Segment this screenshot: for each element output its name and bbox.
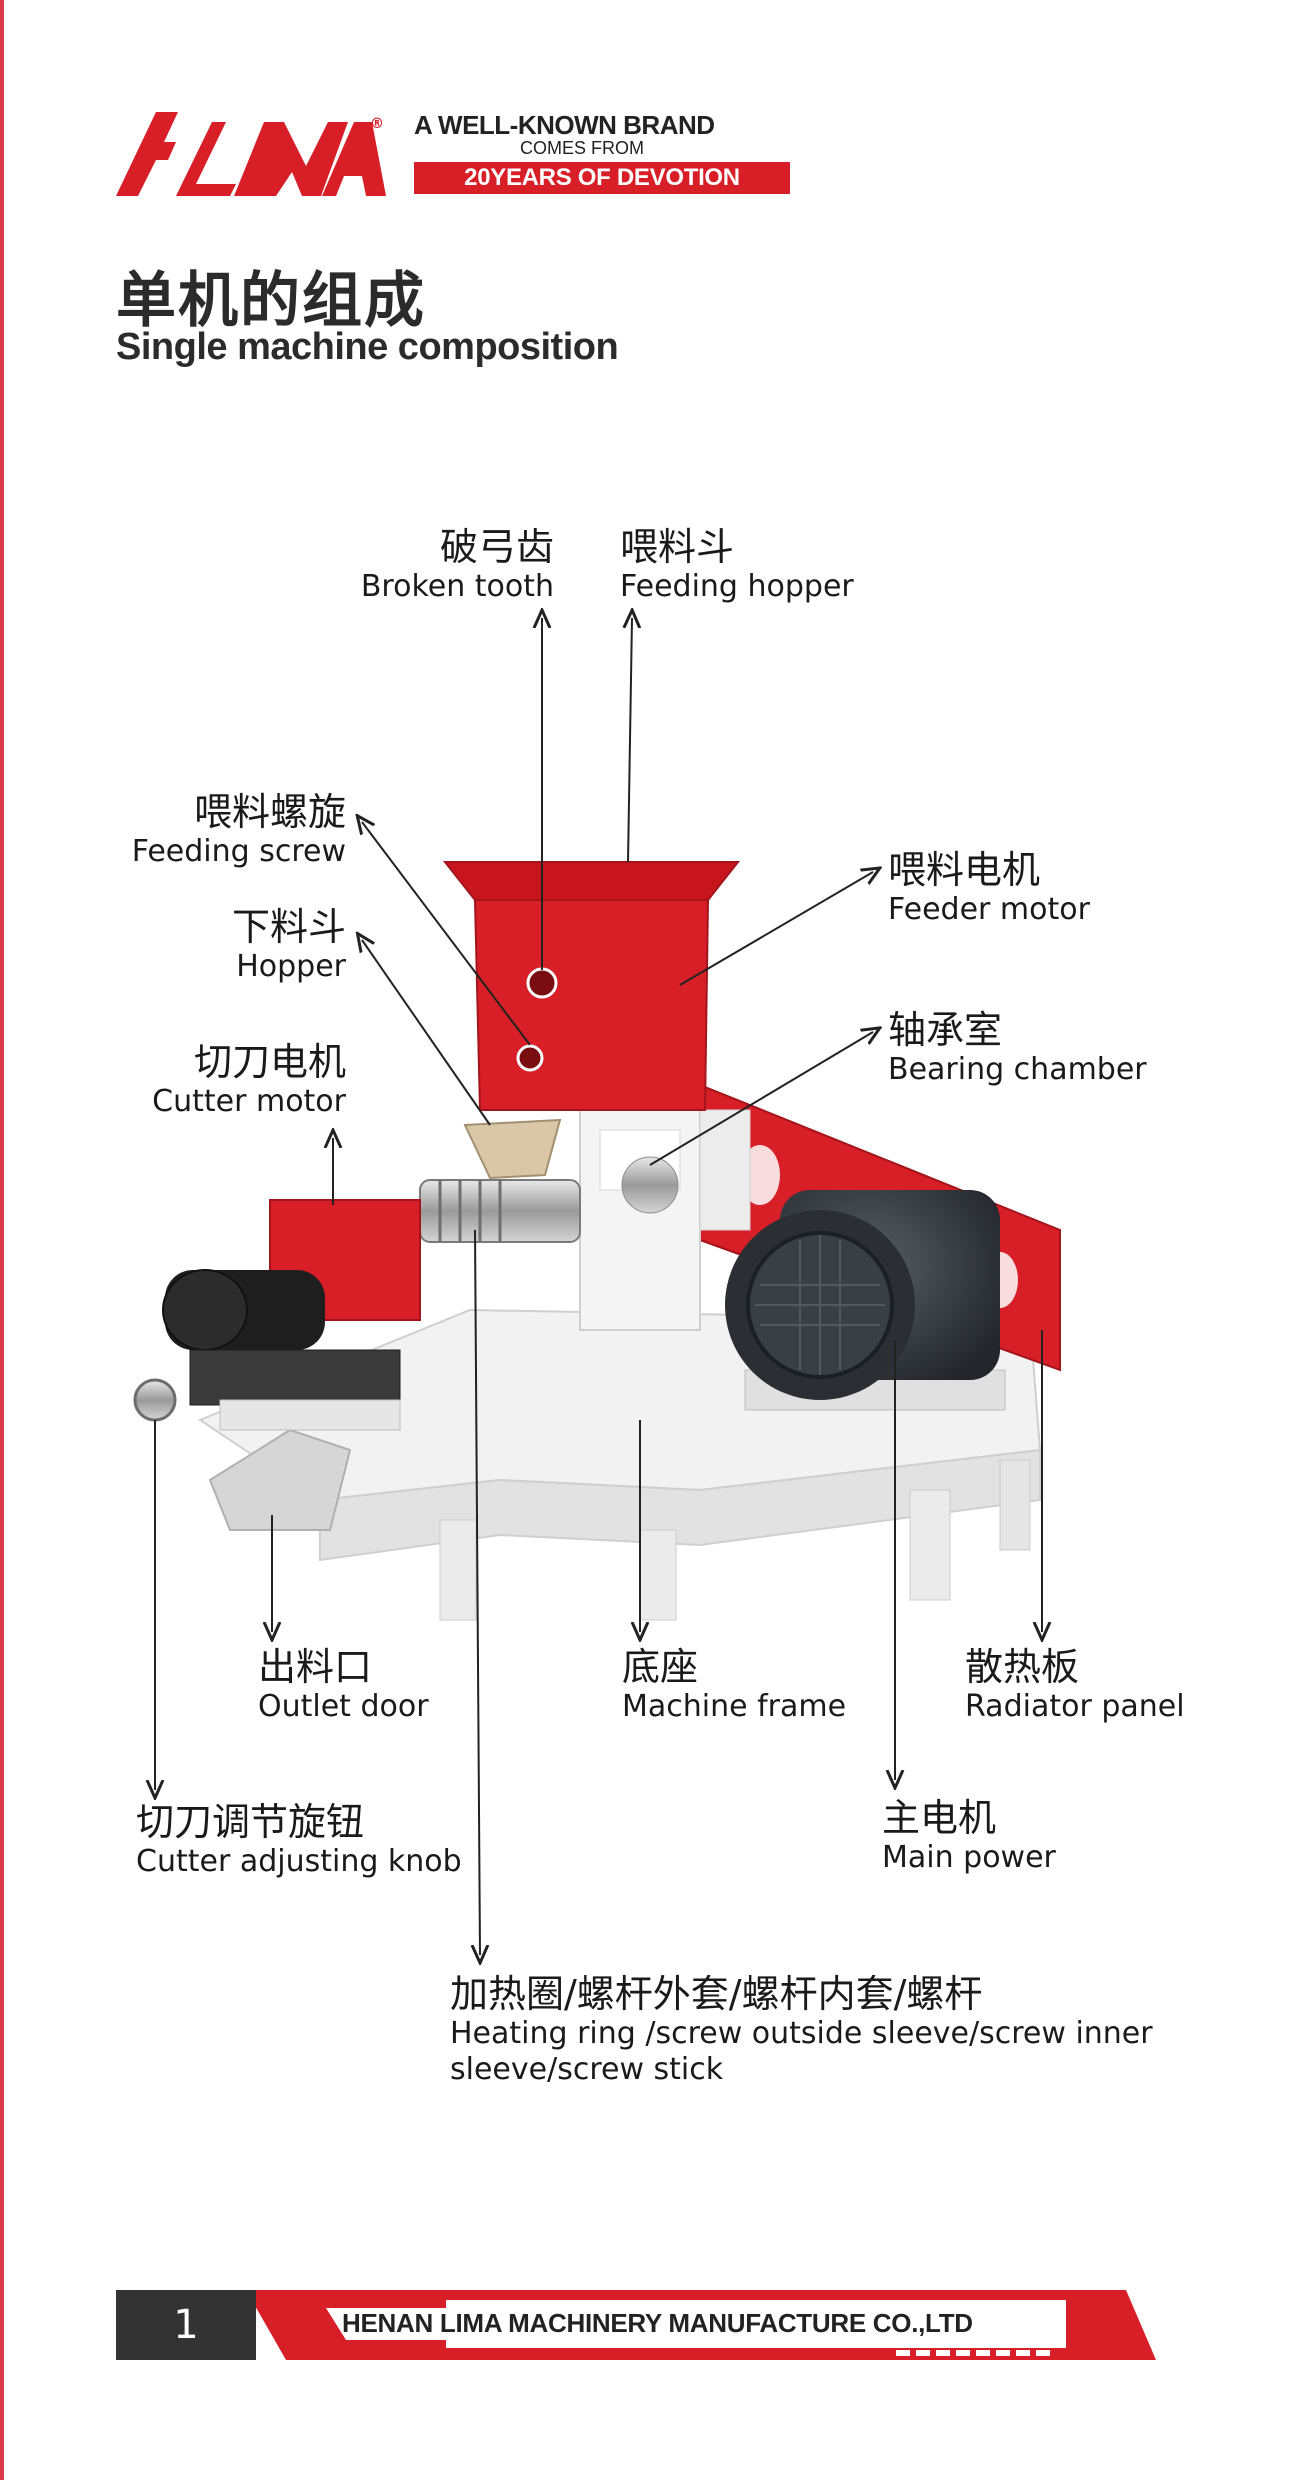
bearing-chamber-cn: 轴承室 xyxy=(888,1008,1003,1052)
cutter-housing xyxy=(269,1199,421,1321)
bearing-chamber-en: Bearing chamber xyxy=(888,1052,1147,1087)
frame-leg-left xyxy=(439,1519,477,1621)
label-bearing-chamber: 轴承室 Bearing chamber xyxy=(888,1008,1147,1088)
bearing-chamber xyxy=(621,1156,679,1214)
label-main-power: 主电机 Main power xyxy=(882,1796,1056,1876)
line-heating-ring xyxy=(475,1229,480,1955)
page-footer: 1 HENAN LIMA MACHINERY MANUFACTURE CO.,L… xyxy=(116,2290,1156,2360)
line-feeder-motor xyxy=(679,872,873,986)
main-power-en: Main power xyxy=(882,1840,1056,1875)
broken-tooth-cn: 破弓齿 xyxy=(439,525,554,569)
feeder-motor-cn: 喂料电机 xyxy=(888,848,1041,892)
label-feeder-motor: 喂料电机 Feeder motor xyxy=(888,848,1090,928)
left-edge-stripe xyxy=(0,0,4,2480)
cutter-adjusting-knob xyxy=(133,1378,177,1422)
feeding-screw-cn: 喂料螺旋 xyxy=(193,790,346,834)
outlet-chute xyxy=(208,1428,352,1531)
label-feeding-screw: 喂料螺旋 Feeding screw xyxy=(100,790,346,870)
main-power-cn: 主电机 xyxy=(882,1796,997,1840)
line-feeding-screw xyxy=(362,822,531,1046)
tagline-brand: A WELL-KNOWN BRAND xyxy=(414,110,715,140)
feeding-hopper-top xyxy=(442,861,741,901)
label-radiator-panel: 散热板 Radiator panel xyxy=(965,1645,1185,1725)
cutter-motor-cn: 切刀电机 xyxy=(193,1040,346,1084)
hopper-cn: 下料斗 xyxy=(231,905,346,949)
cutter-motor-en: Cutter motor xyxy=(152,1084,346,1119)
support-stand xyxy=(579,1099,701,1331)
frame-leg-back xyxy=(999,1459,1031,1551)
feeding-hopper-en: Feeding hopper xyxy=(620,569,854,604)
heating-ring-en-line2: sleeve/screw stick xyxy=(450,2052,724,2087)
heating-ring-en-line1: Heating ring /screw outside sleeve/screw… xyxy=(450,2016,1153,2051)
radiator-panel-en: Radiator panel xyxy=(965,1689,1185,1724)
feeding-screw-en: Feeding screw xyxy=(131,834,346,869)
page-number: 1 xyxy=(116,2290,256,2360)
label-machine-frame: 底座 Machine frame xyxy=(622,1645,846,1725)
label-feeding-hopper: 喂料斗 Feeding hopper xyxy=(620,525,854,605)
extruder-barrel xyxy=(419,1179,581,1243)
broken-tooth-bolt xyxy=(526,967,558,999)
footer-banner-graphic xyxy=(246,2290,1156,2360)
machine-frame-top xyxy=(197,1308,1042,1502)
main-motor-body xyxy=(780,1190,1000,1380)
label-cutter-motor: 切刀电机 Cutter motor xyxy=(100,1040,346,1120)
machine-frame-en: Machine frame xyxy=(622,1689,847,1724)
cutter-motor xyxy=(165,1270,325,1350)
feeding-screw-bolt xyxy=(516,1044,544,1072)
outlet-door-cn: 出料口 xyxy=(258,1645,373,1689)
feeding-hopper-cn: 喂料斗 xyxy=(620,525,735,569)
label-hopper: 下料斗 Hopper xyxy=(140,905,346,985)
lower-hopper xyxy=(463,1118,562,1180)
tagline-years-banner: 20YEARS OF DEVOTION xyxy=(414,162,790,194)
line-feeding-hopper xyxy=(628,618,632,863)
machine-frame-cn: 底座 xyxy=(622,1645,699,1689)
heating-ring-cn: 加热圈/螺杆外套/螺杆内套/螺杆 xyxy=(450,1972,983,2016)
label-heating-ring: 加热圈/螺杆外套/螺杆内套/螺杆 Heating ring /screw out… xyxy=(450,1972,1153,2088)
main-motor-fan xyxy=(725,1210,915,1400)
cutter-knob-en: Cutter adjusting knob xyxy=(136,1844,462,1879)
frame-leg-right xyxy=(909,1489,951,1601)
main-motor-base xyxy=(744,1369,1006,1411)
page-title-en: Single machine composition xyxy=(116,326,619,368)
lima-logo xyxy=(116,112,386,196)
company-name: HENAN LIMA MACHINERY MANUFACTURE CO.,LTD xyxy=(342,2308,973,2338)
frame-leg-mid xyxy=(639,1529,677,1621)
broken-tooth-en: Broken tooth xyxy=(360,569,554,604)
machine-frame-front xyxy=(319,1448,1041,1562)
label-outlet-door: 出料口 Outlet door xyxy=(258,1645,429,1725)
registered-mark: ® xyxy=(370,116,384,132)
label-broken-tooth: 破弓齿 Broken tooth xyxy=(330,525,554,605)
radiator-panel-cn: 散热板 xyxy=(965,1645,1080,1689)
line-hopper xyxy=(362,940,491,1126)
page-title-cn: 单机的组成 xyxy=(116,266,426,336)
radiator-panel xyxy=(699,1083,1061,1372)
cutter-knob-cn: 切刀调节旋钮 xyxy=(136,1800,365,1844)
label-cutter-knob: 切刀调节旋钮 Cutter adjusting knob xyxy=(136,1800,462,1880)
line-bearing-chamber xyxy=(649,1032,873,1166)
feeder-motor-en: Feeder motor xyxy=(888,892,1090,927)
hopper-en: Hopper xyxy=(236,949,346,984)
tagline-comes-from: COMES FROM xyxy=(520,138,644,158)
feeding-hopper-body xyxy=(473,899,710,1111)
outlet-door-en: Outlet door xyxy=(258,1689,429,1724)
